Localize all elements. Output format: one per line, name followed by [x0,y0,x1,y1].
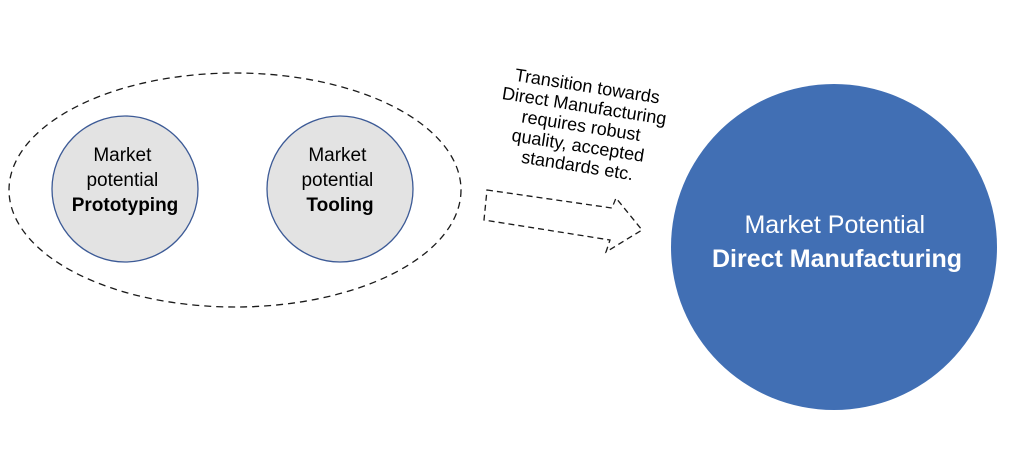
tooling-market-circle: Market potential Tooling [266,115,414,263]
prototyping-line2: potential [86,170,158,191]
tooling-line3: Tooling [306,195,373,216]
direct-manufacturing-line2: Direct Manufacturing [712,245,962,273]
prototyping-text: Market potential Prototyping [72,145,179,216]
direct-manufacturing-text: Market Potential Direct Manufacturing [712,211,962,273]
transition-arrow [483,189,643,254]
transition-caption: Transition towards Direct Manufacturing … [491,63,676,189]
prototyping-line3: Prototyping [72,195,179,216]
grouping-ellipse [8,72,462,308]
prototyping-circle-shape [51,115,199,263]
tooling-circle-shape [266,115,414,263]
prototyping-market-circle: Market potential Prototyping [51,115,199,263]
direct-manufacturing-line1: Market Potential [744,211,925,239]
tooling-line2: potential [301,170,373,191]
direct-manufacturing-market-circle: Market Potential Direct Manufacturing [671,84,997,410]
tooling-line1: Market [308,145,367,166]
prototyping-line1: Market [93,145,152,166]
tooling-text: Market potential Tooling [301,145,378,216]
direct-manufacturing-circle-shape [671,84,997,410]
